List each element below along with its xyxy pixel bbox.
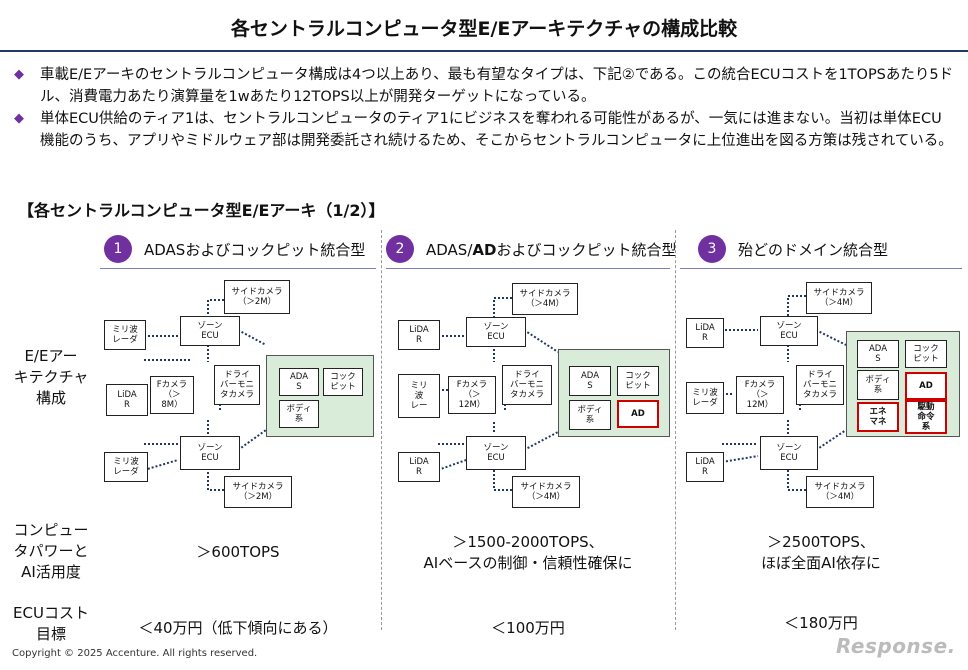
lidar-top: LiDA R	[398, 320, 440, 350]
cockpit-domain: コック ピット	[323, 368, 363, 396]
number-badge: 3	[698, 235, 726, 263]
front-camera: Fカメラ （＞ 12M）	[736, 376, 784, 414]
cockpit-domain: コック ピット	[617, 366, 659, 396]
adas-domain: ADA S	[279, 368, 319, 396]
response-watermark-logo: Response.	[836, 634, 956, 658]
body-domain: ボディ 系	[279, 400, 319, 428]
diamond-bullet-icon: ◆	[14, 111, 24, 126]
radar-bottom: ミリ波 レーダ	[104, 452, 148, 482]
zone-ecu-bottom: ゾーン ECU	[466, 436, 526, 470]
side-camera-top: サイドカメラ （＞2M）	[224, 280, 290, 314]
central-compute-domain: ADA S コック ピット ボディ 系 AD	[558, 349, 670, 437]
column-divider	[675, 230, 676, 630]
title-rule	[0, 50, 968, 52]
front-camera: Fカメラ （＞ 8M）	[150, 376, 194, 414]
diamond-bullet-icon: ◆	[14, 67, 24, 82]
zone-ecu-top: ゾーン ECU	[180, 316, 240, 346]
driver-monitor-camera: ドライ バーモニ タカメラ	[796, 365, 844, 405]
bullet-list: ◆ 車載E/Eアーキのセントラルコンピュータ構成は4つ以上あり、最も有望なタイプ…	[14, 64, 954, 152]
heading-underline	[680, 268, 962, 269]
section-title: 【各セントラルコンピュータ型E/Eアーキ（1/2）】	[18, 201, 385, 220]
zone-ecu-bottom: ゾーン ECU	[760, 436, 818, 470]
column-heading-text: 殆どのドメイン統合型	[738, 240, 889, 259]
cockpit-domain: コック ピット	[905, 340, 947, 368]
column-heading-2: 2 ADAS/ADおよびコックピット統合型	[386, 232, 676, 266]
lidar-bottom: LiDA R	[686, 452, 724, 482]
radar: ミリ波 レーダ	[686, 382, 724, 414]
heading-underline	[386, 268, 670, 269]
column-heading-3: 3 殆どのドメイン統合型	[698, 232, 888, 266]
side-camera-bottom: サイドカメラ （＞2M）	[224, 476, 292, 508]
energy-management-domain: エネ マネ	[857, 402, 899, 432]
drive-command-domain: 駆動 命令 系	[905, 400, 947, 434]
ad-domain: AD	[617, 400, 659, 428]
number-badge: 1	[104, 235, 132, 263]
heading-underline	[100, 268, 376, 269]
compute-cell-1: ＞600TOPS	[196, 543, 280, 561]
zone-ecu-top: ゾーン ECU	[466, 317, 526, 347]
slide-title: 各セントラルコンピュータ型E/Eアーキテクチャの構成比較	[230, 18, 738, 40]
cost-cell-2: ＜100万円	[491, 619, 565, 637]
lidar: LiDA R	[106, 384, 148, 416]
side-camera-top: サイドカメラ （＞4M）	[512, 283, 578, 315]
adas-domain: ADA S	[857, 340, 899, 368]
cost-cell-3: ＜180万円	[784, 614, 858, 632]
lidar-top: LiDA R	[686, 318, 724, 348]
column-heading-1: 1 ADASおよびコックピット統合型	[104, 232, 365, 266]
bullet-item: ◆ 単体ECU供給のティア1は、セントラルコンピュータのティア1にビジネスを奪わ…	[14, 108, 954, 152]
column-heading-text: ADASおよびコックピット統合型	[144, 240, 366, 259]
radar-top: ミリ波 レーダ	[104, 320, 146, 350]
row-label-compute: コンピュー タパワーと AI活用度	[13, 521, 89, 581]
row-label-cost: ECUコスト 目標	[13, 604, 89, 643]
bullet-text: 単体ECU供給のティア1は、セントラルコンピュータのティア1にビジネスを奪われる…	[40, 111, 953, 149]
compute-cell-3: ＞2500TOPS、 ほぼ全面AI依存に	[761, 533, 881, 572]
lidar-bottom: LiDA R	[398, 452, 440, 482]
bullet-item: ◆ 車載E/Eアーキのセントラルコンピュータ構成は4つ以上あり、最も有望なタイプ…	[14, 64, 954, 108]
column-divider	[381, 230, 382, 630]
compute-cell-2: ＞1500-2000TOPS、 AIベースの制御・信頼性確保に	[423, 533, 633, 572]
driver-monitor-camera: ドライ バーモニ タカメラ	[214, 365, 260, 405]
driver-monitor-camera: ドライ バーモニ タカメラ	[502, 365, 552, 405]
adas-domain: ADA S	[569, 366, 611, 396]
column-heading-text: ADAS/ADおよびコックピット統合型	[426, 240, 677, 259]
ad-domain: AD	[905, 372, 947, 400]
body-domain: ボディ 系	[569, 400, 611, 430]
central-compute-domain: ADA S コック ピット ボディ 系 AD エネ マネ 駆動 命令 系	[846, 331, 960, 437]
bullet-text: 車載E/Eアーキのセントラルコンピュータ構成は4つ以上あり、最も有望なタイプは、…	[40, 67, 954, 105]
central-compute-domain: ADA S コック ピット ボディ 系	[266, 355, 374, 437]
side-camera-bottom: サイドカメラ （＞4M）	[806, 476, 874, 508]
side-camera-bottom: サイドカメラ （＞4M）	[512, 476, 580, 508]
copyright-footer: Copyright © 2025 Accenture. All rights r…	[12, 648, 258, 659]
radar: ミリ 波 レー	[398, 374, 440, 418]
front-camera: Fカメラ （＞ 12M）	[448, 376, 496, 414]
cost-cell-1: ＜40万円（低下傾向にある）	[138, 619, 338, 637]
side-camera-top: サイドカメラ （＞4M）	[806, 282, 872, 314]
zone-ecu-bottom: ゾーン ECU	[180, 436, 240, 470]
row-label-architecture: E/Eアー キテクチャ 構成	[13, 347, 89, 407]
zone-ecu-top: ゾーン ECU	[760, 316, 818, 346]
body-domain: ボディ 系	[857, 370, 899, 400]
number-badge: 2	[386, 235, 414, 263]
